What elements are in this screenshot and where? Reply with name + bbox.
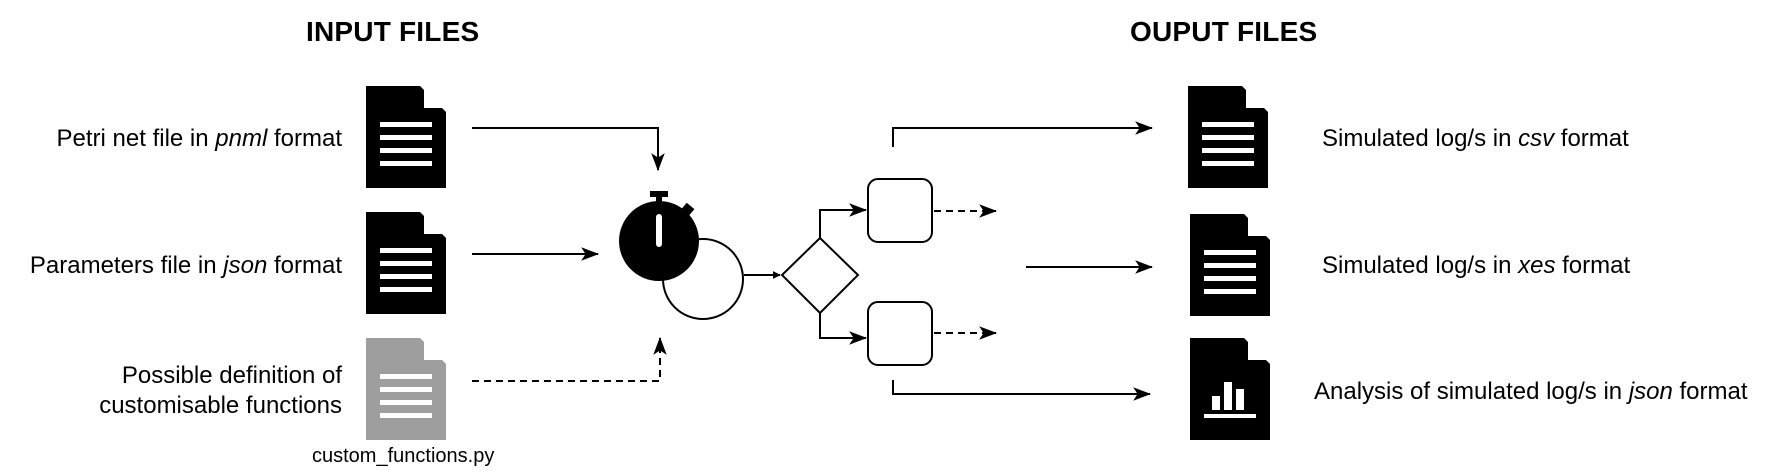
arrow-decision-to-box-top [819,203,868,238]
chart-document-icon [1190,338,1270,440]
arrow-to-analysis [892,380,1152,401]
input-label-pnml: Petri net file in pnml format [56,125,342,152]
output-label-analysis: Analysis of simulated log/s in json form… [1314,378,1748,405]
output-files-heading: OUPUT FILES [1130,16,1318,47]
arrow-decision-to-box-bottom [819,313,868,345]
input-label-custom-line1: Possible definition of [121,362,342,389]
document-icon [366,212,446,314]
process-box [867,301,933,366]
custom-functions-filename: custom_functions.py [312,445,495,467]
optional-document-icon [366,338,446,440]
document-icon [366,86,446,188]
arrow-custom-to-simulator [472,336,667,382]
document-icon [1190,214,1270,316]
stopwatch-icon [619,191,744,320]
document-icon [1188,86,1268,188]
decision-diamond [780,236,860,315]
input-files-heading: INPUT FILES [306,16,480,47]
arrow-to-csv [892,121,1154,147]
input-label-json: Parameters file in json format [29,252,342,279]
output-label-csv: Simulated log/s in csv format [1322,125,1629,152]
arrow-pnml-to-simulator [472,127,665,172]
input-label-custom-line2: customisable functions [99,392,342,419]
output-label-xes: Simulated log/s in xes format [1322,252,1631,279]
process-box [867,178,933,243]
